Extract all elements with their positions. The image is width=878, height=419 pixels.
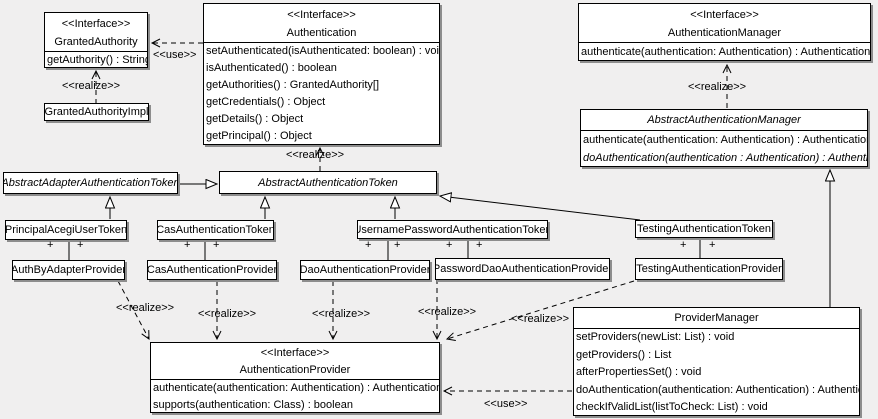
class-name: PrincipalAcegiUserToken bbox=[5, 224, 127, 236]
realize-label: <<realize>> bbox=[116, 302, 175, 314]
method: authenticate(authentication: Authenticat… bbox=[153, 382, 440, 394]
class-testing-authentication-provider[interactable]: TestingAuthenticationProvider bbox=[635, 258, 783, 280]
association-end-label: + bbox=[709, 239, 716, 251]
class-name: CasAuthenticationToken bbox=[157, 224, 274, 236]
class-name: GrantedAuthorityImpl bbox=[44, 106, 149, 118]
method: setProviders(newList: List) : void bbox=[576, 331, 735, 343]
method: authenticate(authentication: Authenticat… bbox=[581, 46, 871, 58]
class-name: AbstractAdapterAuthenticationToken bbox=[3, 177, 178, 189]
use-label: <<use>> bbox=[153, 49, 197, 61]
method: afterPropertiesSet() : void bbox=[576, 366, 702, 378]
class-principal-acegi-user-token[interactable]: PrincipalAcegiUserToken bbox=[5, 220, 127, 240]
generalization-edge-testingauthenticationtoken bbox=[440, 196, 641, 221]
association-end-label: + bbox=[365, 239, 372, 251]
class-abstract-authentication-manager[interactable]: AbstractAuthenticationManager authentica… bbox=[580, 109, 868, 167]
realize-label: <<realize>> bbox=[511, 313, 570, 325]
stereotype-label: <<Interface>> bbox=[260, 347, 330, 359]
class-provider-manager[interactable]: ProviderManager setProviders(newList: Li… bbox=[573, 307, 860, 416]
method: getAuthorities() : GrantedAuthority[] bbox=[206, 79, 380, 91]
association-end-label: + bbox=[184, 239, 191, 251]
class-abstract-adapter-authentication-token[interactable]: AbstractAdapterAuthenticationToken bbox=[3, 172, 178, 194]
class-authentication-provider[interactable]: <<Interface>> AuthenticationProvider aut… bbox=[150, 342, 440, 413]
realize-label: <<realize>> bbox=[418, 306, 477, 318]
association-end-label: + bbox=[47, 239, 54, 251]
association-end-label: + bbox=[680, 239, 687, 251]
class-name: TestingAuthenticationProvider bbox=[636, 263, 782, 275]
class-name: AbstractAuthenticationToken bbox=[258, 176, 398, 189]
realize-edge-authbyadapterprovider bbox=[117, 280, 150, 340]
method: getCredentials() : Object bbox=[206, 96, 326, 108]
class-name: PasswordDaoAuthenticationProvider bbox=[435, 263, 610, 275]
method: getProviders() : List bbox=[576, 348, 672, 361]
class-name: GrantedAuthority bbox=[54, 36, 138, 48]
method: setAuthenticated(isAuthenticated: boolea… bbox=[206, 45, 440, 57]
method: authenticate(authentication: Authenticat… bbox=[583, 134, 868, 146]
use-label: <<use>> bbox=[484, 398, 528, 410]
class-name: ProviderManager bbox=[674, 312, 759, 324]
class-name: AbstractAuthenticationManager bbox=[647, 114, 801, 126]
class-name: Authentication bbox=[286, 27, 357, 39]
realize-label: <<realize>> bbox=[688, 81, 747, 93]
association-end-label: + bbox=[394, 239, 401, 251]
association-end-label: + bbox=[476, 239, 483, 251]
method: checkIfValidList(listToCheck: List) : vo… bbox=[576, 401, 768, 413]
realize-label: <<realize>> bbox=[286, 149, 345, 161]
method: doAuthentication(authentication: Authent… bbox=[576, 383, 860, 396]
class-granted-authority-impl[interactable]: GrantedAuthorityImpl bbox=[44, 103, 149, 121]
class-abstract-authentication-token[interactable]: AbstractAuthenticationToken bbox=[219, 171, 437, 194]
realize-edge-testingauthenticationprovider bbox=[445, 280, 635, 341]
realize-label: <<realize>> bbox=[198, 308, 257, 320]
class-cas-authentication-token[interactable]: CasAuthenticationToken bbox=[157, 220, 274, 240]
class-authentication[interactable]: <<Interface>> Authentication setAuthenti… bbox=[203, 3, 440, 145]
method: getDetails() : Object bbox=[206, 113, 304, 125]
class-name: CasAuthenticationProvider bbox=[147, 264, 277, 276]
method: getPrincipal() : Object bbox=[206, 130, 312, 142]
association-end-label: + bbox=[213, 239, 220, 251]
realize-label: <<realize>> bbox=[62, 80, 121, 92]
method: getAuthority() : String bbox=[47, 54, 148, 66]
class-name: AuthenticationManager bbox=[667, 27, 782, 39]
class-name: AuthenticationProvider bbox=[239, 364, 351, 376]
class-cas-authentication-provider[interactable]: CasAuthenticationProvider bbox=[147, 260, 277, 280]
class-name: DaoAuthenticationProvider bbox=[300, 264, 430, 276]
class-granted-authority[interactable]: <<Interface>> GrantedAuthority getAuthor… bbox=[44, 12, 148, 68]
class-auth-by-adapter-provider[interactable]: AuthByAdapterProvider bbox=[12, 260, 125, 280]
method: isAuthenticated() : boolean bbox=[206, 62, 337, 74]
class-password-dao-authentication-provider[interactable]: PasswordDaoAuthenticationProvider bbox=[435, 258, 610, 280]
class-name: AuthByAdapterProvider bbox=[12, 264, 125, 276]
class-testing-authentication-token[interactable]: TestingAuthenticationToken bbox=[635, 220, 773, 238]
stereotype-label: <<Interface>> bbox=[287, 9, 356, 21]
class-name: TestingAuthenticationToken bbox=[637, 223, 771, 235]
method-abstract: doAuthentication(authentication : Authen… bbox=[583, 152, 868, 164]
association-end-label: + bbox=[446, 239, 453, 251]
stereotype-label: <<Interface>> bbox=[690, 9, 759, 21]
association-end-label: + bbox=[77, 239, 84, 251]
class-authentication-manager[interactable]: <<Interface>> AuthenticationManager auth… bbox=[578, 3, 871, 61]
class-name: UsernamePasswordAuthenticationToken bbox=[357, 223, 548, 236]
stereotype-label: <<Interface>> bbox=[61, 18, 131, 30]
realize-label: <<realize>> bbox=[312, 308, 371, 320]
class-username-password-authentication-token[interactable]: UsernamePasswordAuthenticationToken bbox=[357, 220, 548, 239]
method: supports(authentication: Class) : boolea… bbox=[153, 398, 353, 411]
class-dao-authentication-provider[interactable]: DaoAuthenticationProvider bbox=[300, 260, 430, 280]
